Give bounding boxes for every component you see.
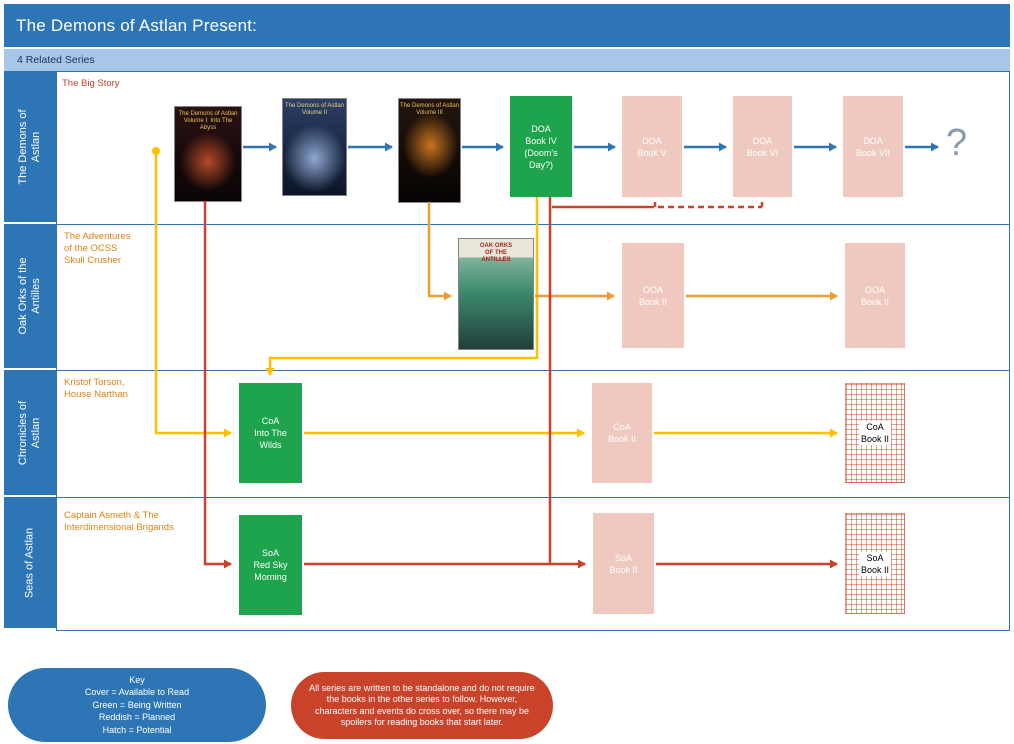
cover-caption: The Demons of Astlan Volume II <box>284 103 345 116</box>
title-bar: The Demons of Astlan Present: <box>4 4 1010 47</box>
box-doa-book-7: DOA Book VII <box>843 96 903 197</box>
crossover-note: All series are written to be standalone … <box>291 672 553 739</box>
box-ooa-book-2: OOA Book II <box>622 243 684 348</box>
box-label: CoA Book II <box>858 421 891 445</box>
box-soa-book-2: SoA Book II <box>593 513 654 614</box>
legend-line: Cover = Available to Read <box>84 687 190 698</box>
lane-subtitle-kristof: Kristof Torson, House Narthan <box>64 377 128 400</box>
box-soa-book-2-potential: SoA Book II <box>845 513 905 614</box>
lane-label-text: Seas of Astlan <box>23 527 36 598</box>
cover-caption: OAK ORKS OF THE ANTILLES <box>479 243 513 263</box>
lane-label-demons-of-astlan: The Demons of Astlan <box>4 71 56 222</box>
box-coa-book-2: CoA Book II <box>592 383 652 483</box>
legend-key: Key Cover = Available to Read Green = Be… <box>8 668 266 742</box>
lane-label-chronicles: Chronicles of Astlan <box>4 370 56 495</box>
book-cover-doa-volume-3: The Demons of Astlan Volume III <box>399 99 460 202</box>
box-coa-book-2-potential: CoA Book II <box>845 383 905 483</box>
book-cover-doa-volume-1: The Demons of Astlan Volume I: Into The … <box>175 107 241 201</box>
box-doa-book-6: DOA Book VI <box>733 96 792 197</box>
box-ooa-book-2b: OOA Book II <box>845 243 905 348</box>
lane-label-text: Oak Orks of the Antilles <box>17 257 42 335</box>
lane-label-seas: Seas of Astlan <box>4 497 56 628</box>
cover-caption: The Demons of Astlan Volume III <box>399 103 460 116</box>
box-doa-book-5: DOA Book V <box>622 96 682 197</box>
future-question-mark: ? <box>946 122 968 164</box>
lane-label-text: The Demons of Astlan <box>17 108 42 185</box>
book-cover-doa-volume-2: The Demons of Astlan Volume II <box>283 99 346 195</box>
subtitle-bar: 4 Related Series <box>4 47 1010 71</box>
lane-subtitle-ocss: The Adventures of the OCSS Skull Crusher <box>64 231 131 266</box>
box-coa-into-the-wilds: CoA Into The Wilds <box>239 383 302 483</box>
cover-caption: The Demons of Astlan Volume I: Into The … <box>178 111 238 131</box>
book-cover-oak-orks-1: OAK ORKS OF THE ANTILLES <box>459 239 533 349</box>
box-doa-book-4: DOA Book IV (Doom's Day?) <box>510 96 572 197</box>
legend-line: Reddish = Planned <box>98 712 176 723</box>
box-label: SoA Book II <box>858 551 891 576</box>
related-series-count: 4 Related Series <box>17 54 95 66</box>
legend-line: Hatch = Potential <box>102 724 172 735</box>
diagram-title: The Demons of Astlan Present: <box>16 15 258 35</box>
lane-label-oak-orks: Oak Orks of the Antilles <box>4 224 56 368</box>
legend-line: Key <box>129 674 145 685</box>
lane-subtitle-asmeth: Captain Asmeth & The Interdimensional Br… <box>64 510 174 533</box>
box-soa-red-sky-morning: SoA Red Sky Morning <box>239 515 302 615</box>
legend-line: Green = Being Written <box>92 699 182 710</box>
lane-label-text: Chronicles of Astlan <box>17 400 42 465</box>
lane-subtitle-big-story: The Big Story <box>62 78 120 89</box>
